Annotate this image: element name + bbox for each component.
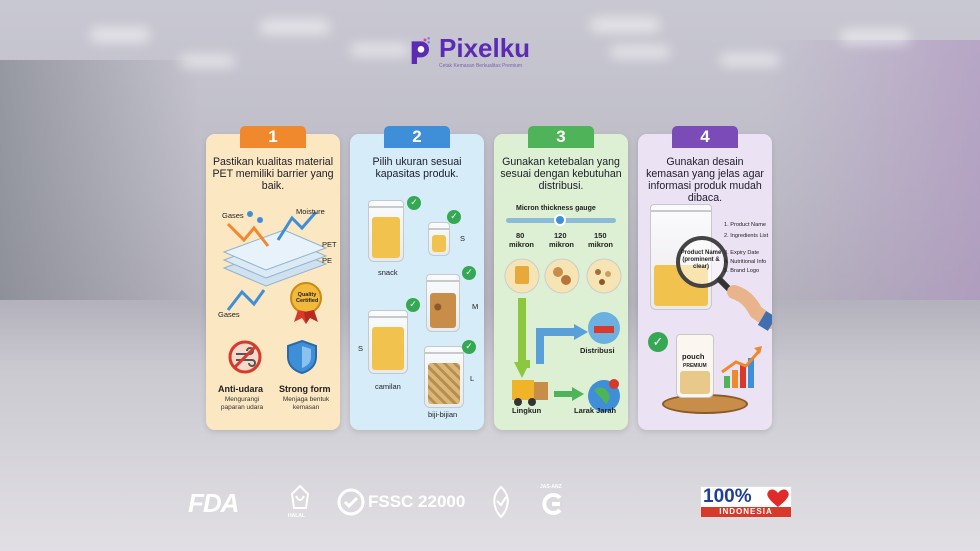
- size-label-s2: S: [358, 344, 364, 353]
- card-step-1: 1 Pastikan kualitas material PET memilik…: [206, 126, 340, 430]
- check-icon: ✓: [407, 196, 421, 210]
- info-list-1: 1. Product Name: [724, 222, 766, 228]
- step-number-2: 2: [384, 126, 450, 148]
- label-gases-top: Gases: [222, 211, 244, 220]
- card-step-2: 2 Pilih ukuran sesuai kapasitas produk. …: [350, 126, 484, 430]
- brand-tagline: Cetak Kemasan Berkualitas Premium: [439, 63, 523, 69]
- jas-anz-text: JAS-ANZ: [540, 484, 562, 490]
- heart-icon: [767, 489, 789, 507]
- label-distribusi: Distribusi: [580, 346, 615, 355]
- info-list-3: 3. Expiry Date: [724, 250, 760, 256]
- check-icon: ✓: [406, 298, 420, 312]
- card-step-3: 3 Gunakan ketebalan yang sesuai dengan k…: [494, 126, 628, 430]
- pouch-premium-text: PREMIUM: [683, 363, 707, 369]
- feature-anti-udara-title: Anti-udara: [218, 384, 263, 394]
- magnifier-icon: [676, 236, 772, 331]
- feature-anti-udara-desc: Mengurangi paparan udara: [220, 396, 264, 411]
- distribution-flow-illustration: [504, 258, 622, 412]
- pouch-premium: [676, 334, 714, 398]
- no-air-icon: [228, 340, 262, 374]
- barrier-layers-illustration: [222, 211, 328, 324]
- indonesia-100-badge: 100% INDONESIA: [700, 486, 792, 518]
- micron-80-unit: mikron: [509, 240, 535, 249]
- label-snack: snack: [378, 268, 398, 277]
- pouch-brand-text: pouch: [682, 352, 705, 361]
- card-3-title: Gunakan ketebalan yang sesuai dengan keb…: [500, 156, 622, 192]
- card-4-title: Gunakan desain kemasan yang jelas agar i…: [646, 156, 764, 204]
- feature-strong-form-desc: Menjaga bentuk kemasan: [282, 396, 330, 411]
- gauge-label: Micron thickness gauge: [516, 205, 596, 212]
- label-camilan: camilan: [375, 382, 401, 391]
- pouch-small: [428, 222, 450, 256]
- info-list-4: 4. Nutritional Info: [724, 259, 767, 265]
- check-icon: ✓: [462, 266, 476, 280]
- indo-badge-top: 100%: [703, 486, 752, 507]
- micron-80: 80: [516, 231, 525, 240]
- size-label-s: S: [460, 234, 466, 243]
- halal-logo-icon: [290, 484, 310, 509]
- fssc-logo-icon: [337, 488, 365, 516]
- indo-badge-bottom: INDONESIA: [701, 507, 791, 517]
- pouch-biji: [424, 346, 464, 408]
- card-2-title: Pilih ukuran sesuai kapasitas produk.: [372, 156, 462, 180]
- background-shelves-right: [760, 40, 980, 300]
- label-pe: PE: [322, 256, 333, 265]
- info-list-5: 5. Brand Logo: [724, 268, 760, 274]
- fssc-logo: FSSC 22000: [368, 492, 466, 511]
- growth-chart-icon: [721, 346, 762, 388]
- background-floor: [0, 360, 980, 551]
- label-moisture: Moisture: [296, 207, 325, 216]
- background-shelves-left: [0, 60, 200, 300]
- step-number-3: 3: [528, 126, 594, 148]
- label-gases-bottom: Gases: [218, 310, 240, 319]
- micron-120-unit: mikron: [549, 240, 575, 249]
- check-icon: ✓: [447, 210, 461, 224]
- check-icon: ✓: [462, 340, 476, 354]
- brand-name: Pixelku: [439, 33, 531, 63]
- size-label-l: L: [470, 374, 475, 383]
- step-number-4: 4: [672, 126, 738, 148]
- step-number-1: 1: [240, 126, 306, 148]
- bpom-logo-icon: [493, 485, 509, 519]
- pouch-snack: [368, 200, 404, 262]
- label-pet: PET: [322, 240, 337, 249]
- check-icon: ✓: [648, 332, 668, 352]
- fda-logo: FDA: [188, 488, 239, 518]
- pouch-camilan: [368, 310, 408, 374]
- label-lingkun: Lingkun: [512, 406, 542, 415]
- micron-150: 150: [594, 231, 607, 240]
- brand-logo[interactable]: Pixelku Cetak Kemasan Berkualitas Premiu…: [409, 30, 530, 74]
- card-1-title: Pastikan kualitas material PET memiliki …: [212, 156, 334, 192]
- pouch-cookies: [426, 274, 460, 332]
- card-step-4: 4 Gunakan desain kemasan yang jelas agar…: [638, 126, 772, 430]
- micron-150-unit: mikron: [588, 240, 614, 249]
- halal-logo-text: HALAL: [288, 513, 305, 519]
- quality-certified-badge: Quality Certified: [296, 292, 319, 304]
- lens-product-name: Product Name (prominent & clear): [680, 250, 722, 270]
- micron-120: 120: [554, 231, 567, 240]
- thickness-slider-thumb[interactable]: [554, 214, 566, 226]
- shield-icon: [287, 339, 317, 375]
- feature-strong-form-title: Strong form: [279, 384, 331, 394]
- label-biji-bijian: biji-bijian: [428, 410, 458, 419]
- info-list-2: 2. Ingredients List: [724, 233, 769, 239]
- pixelku-logo-icon: [411, 37, 430, 64]
- jas-anz-logo-icon: [542, 493, 562, 515]
- label-larak-jarah: Larak Jarah: [574, 406, 617, 415]
- size-label-m: M: [472, 302, 479, 311]
